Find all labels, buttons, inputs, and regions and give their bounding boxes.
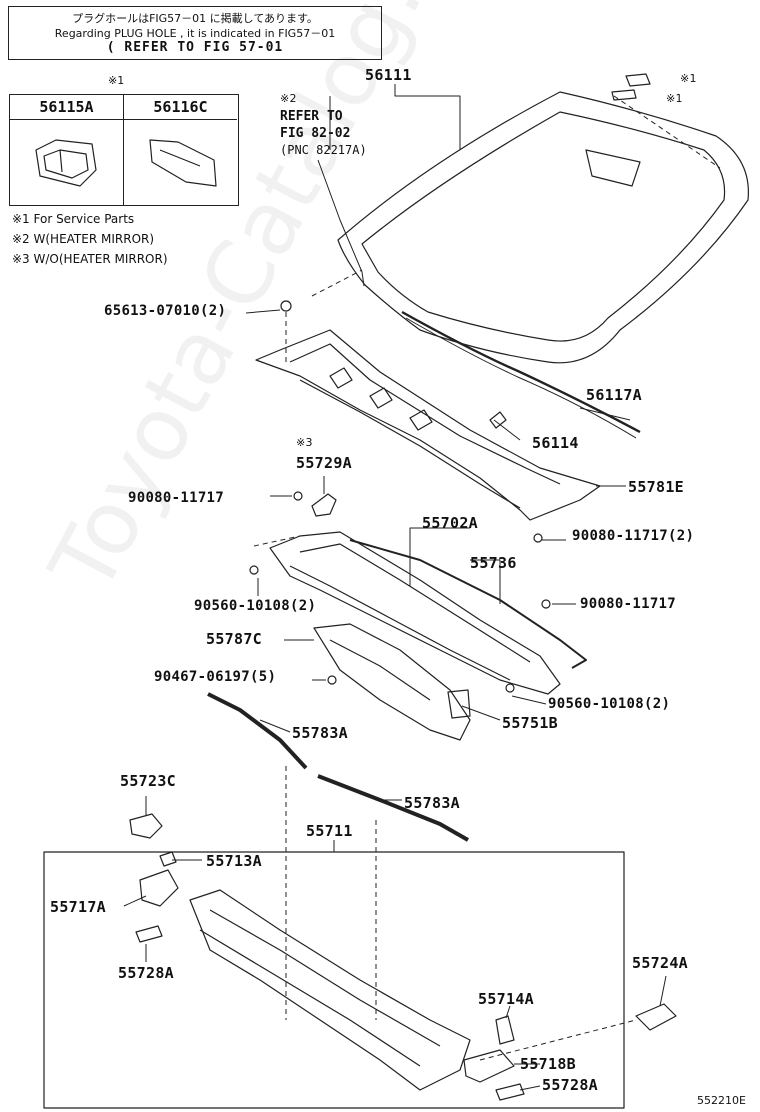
part-label-55717A[interactable]: 55717A [50, 898, 106, 916]
part-label-90467-06197[interactable]: 90467-06197(5) [154, 669, 277, 685]
part-label-56111[interactable]: 56111 [365, 66, 412, 84]
part-label-90560-10108-a[interactable]: 90560-10108(2) [194, 598, 317, 614]
service-part-56115A-label[interactable]: 56115A [10, 95, 124, 120]
part-label-55711[interactable]: 55711 [306, 822, 353, 840]
part-label-55724A[interactable]: 55724A [632, 954, 688, 972]
bracket-55723C [129, 813, 163, 839]
part-label-55751B[interactable]: 55751B [502, 714, 558, 732]
cowl-panel-55711 [189, 889, 471, 1091]
bolt-90080-b [533, 533, 543, 543]
figure-id: 552210E [697, 1094, 746, 1107]
part-label-56114[interactable]: 56114 [532, 434, 579, 452]
service-part-56116C-sketch [149, 139, 217, 187]
note-line-japanese: プラグホールはFIG57－01 に掲載してあります。 [72, 12, 318, 25]
part-label-55723C[interactable]: 55723C [120, 772, 176, 790]
bolt-90080-a [293, 491, 303, 501]
service-mark-clip: ※1 [680, 72, 697, 85]
part-label-55718B[interactable]: 55718B [520, 1055, 576, 1073]
part-label-55728A-right[interactable]: 55728A [542, 1076, 598, 1094]
variant-mark-3: ※3 [296, 436, 313, 449]
windshield-glass [337, 91, 749, 364]
note-line-english: Regarding PLUG HOLE , it is indicated in… [54, 27, 336, 40]
part-label-55783A-lower[interactable]: 55783A [404, 794, 460, 812]
dashed-guides [253, 95, 721, 1061]
windshield-molding-inner [405, 317, 637, 439]
part-label-55787C[interactable]: 55787C [206, 630, 262, 648]
part-label-90560-10108-b[interactable]: 90560-10108(2) [548, 696, 671, 712]
service-clip-upper [625, 73, 651, 87]
bracket-55718B [463, 1049, 515, 1083]
windshield-molding [401, 310, 641, 434]
clip-65613 [280, 300, 292, 312]
part-label-65613-07010[interactable]: 65613-07010(2) [104, 303, 227, 319]
part-label-55713A[interactable]: 55713A [206, 852, 262, 870]
bolt-90080-c [541, 599, 551, 609]
weatherstrip-55783A-lower [317, 774, 469, 842]
reference-line-3: (PNC 82217A) [280, 143, 367, 157]
table-divider [123, 119, 125, 205]
seal-55728A-left [135, 925, 163, 943]
washer-90560-a [249, 565, 259, 575]
part-label-90080-11717-c[interactable]: 90080-11717 [580, 596, 677, 612]
service-mark-seal: ※1 [666, 92, 683, 105]
legend-service-parts: ※1 For Service Parts [12, 212, 135, 226]
service-parts-mark: ※1 [108, 74, 125, 87]
washer-90560-b [505, 683, 515, 693]
part-label-55728A-left[interactable]: 55728A [118, 964, 174, 982]
service-part-56115A-sketch [35, 139, 97, 187]
clip-90467 [327, 675, 337, 685]
drain-55751B [447, 689, 471, 719]
part-label-55729A[interactable]: 55729A [296, 454, 352, 472]
service-seal-upper [611, 89, 637, 101]
service-parts-table: 56115A 56116C [9, 94, 239, 206]
part-label-55783A-upper[interactable]: 55783A [292, 724, 348, 742]
leader-lines [123, 84, 667, 1091]
cowl-louver [255, 329, 601, 521]
part-label-55702A[interactable]: 55702A [422, 514, 478, 532]
note-line-refer: ( REFER TO FIG 57-01 [106, 40, 284, 55]
reference-note-box: プラグホールはFIG57－01 に掲載してあります。 Regarding PLU… [8, 6, 382, 60]
part-label-55714A[interactable]: 55714A [478, 990, 534, 1008]
part-label-56117A[interactable]: 56117A [586, 386, 642, 404]
weatherstrip-55783A-upper [207, 692, 308, 770]
part-label-55736[interactable]: 55736 [470, 554, 517, 572]
reference-line-1: REFER TO [280, 109, 343, 124]
legend-no-heater-mirror: ※3 W/O(HEATER MIRROR) [12, 252, 168, 266]
cowl-seal-55736 [349, 539, 587, 669]
bracket-55713A [159, 851, 177, 867]
service-part-56116C-label[interactable]: 56116C [124, 95, 237, 120]
part-label-90080-11717-a[interactable]: 90080-11717 [128, 490, 225, 506]
louver-seal-56114 [489, 411, 507, 429]
seal-55728A-right [495, 1083, 525, 1101]
part-label-90080-11717-b[interactable]: 90080-11717(2) [572, 528, 695, 544]
heater-mirror-reference: ※2 REFER TO FIG 82-02 (PNC 82217A) [280, 92, 367, 157]
reference-line-2: FIG 82-02 [280, 126, 351, 141]
bracket-55724A [635, 1003, 677, 1031]
legend-heater-mirror: ※2 W(HEATER MIRROR) [12, 232, 155, 246]
cowl-inner-panel [313, 623, 471, 741]
part-label-55781E[interactable]: 55781E [628, 478, 684, 496]
bracket-55729A [311, 493, 337, 517]
bracket-55717A [139, 869, 179, 907]
bracket-55714A [495, 1015, 515, 1045]
